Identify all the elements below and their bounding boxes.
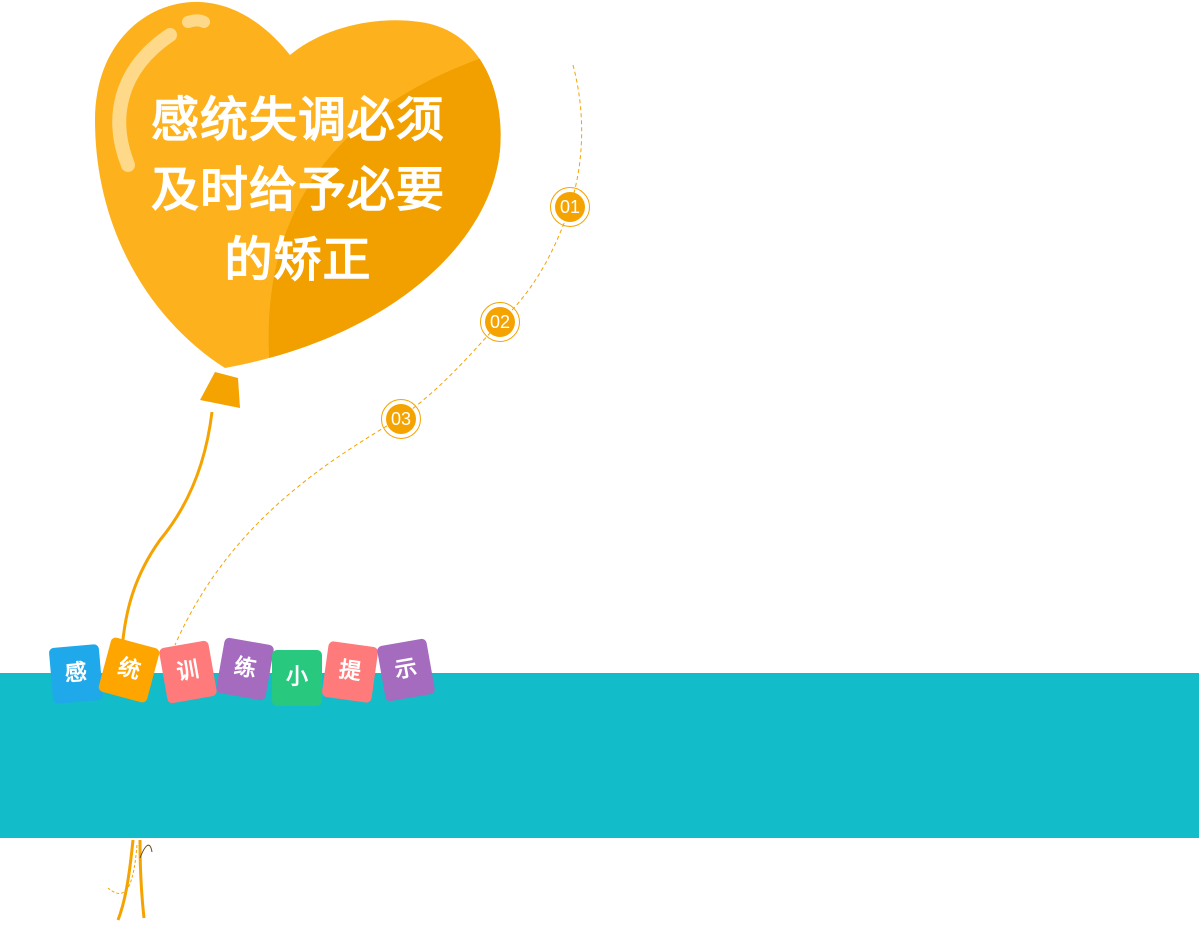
tile-lian: 练	[215, 637, 275, 701]
balloon-string	[120, 411, 214, 651]
string-end	[116, 839, 146, 921]
balloon-knot	[200, 372, 240, 408]
marker-01: 01	[550, 187, 590, 227]
marker-03: 03	[381, 399, 421, 439]
dashed-path-end	[107, 844, 138, 894]
dashed-path	[174, 64, 583, 646]
tile-xiao: 小	[272, 650, 322, 706]
marker-label: 02	[485, 307, 515, 337]
tile-shi: 示	[376, 638, 436, 702]
marker-label: 01	[555, 192, 585, 222]
marker-02: 02	[480, 302, 520, 342]
tile-ti: 提	[321, 640, 379, 704]
tile-gan: 感	[48, 643, 104, 705]
teal-banner	[0, 673, 1199, 838]
title-line: 的矫正	[224, 232, 372, 288]
balloon-title: 感统失调必须 及时给予必要 的矫正	[118, 85, 478, 295]
marker-label: 03	[386, 404, 416, 434]
title-line: 感统失调必须	[150, 92, 445, 148]
title-line: 及时给予必要	[150, 162, 445, 218]
tile-xun: 训	[158, 640, 218, 704]
